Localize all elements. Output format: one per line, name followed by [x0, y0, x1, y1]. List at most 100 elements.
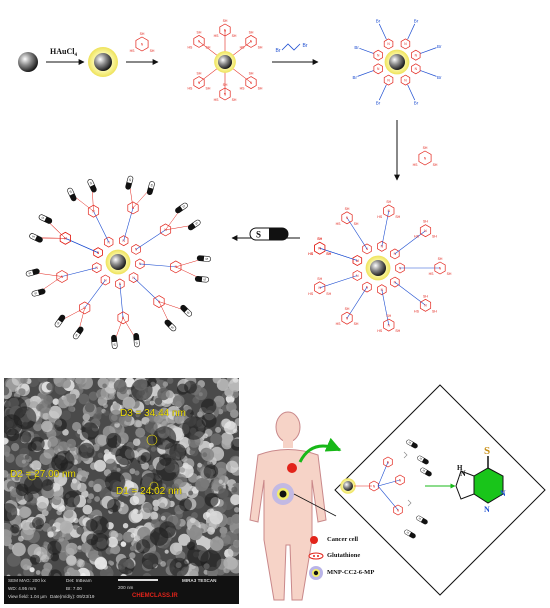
- svg-text:N: N: [104, 278, 107, 282]
- svg-text:N: N: [84, 306, 87, 310]
- svg-text:SH: SH: [432, 235, 437, 239]
- svg-text:N: N: [460, 469, 466, 478]
- glutathione-icon: [308, 552, 324, 560]
- svg-text:N: N: [122, 239, 125, 243]
- svg-text:HS: HS: [308, 252, 314, 256]
- svg-text:N: N: [439, 266, 442, 270]
- zoom-line: [293, 493, 337, 517]
- svg-text:N: N: [346, 317, 349, 321]
- sem-scale-bar: [118, 579, 158, 581]
- svg-text:S: S: [419, 457, 423, 461]
- sem-wd: WD: 4.95 mm: [8, 586, 37, 591]
- svg-text:S: S: [204, 258, 208, 261]
- svg-text:SH: SH: [150, 49, 155, 53]
- svg-text:SH: SH: [140, 32, 145, 36]
- svg-text:SH: SH: [395, 329, 400, 333]
- svg-text:HS: HS: [377, 215, 383, 219]
- svg-text:N: N: [64, 237, 67, 241]
- svg-text:S: S: [170, 325, 175, 330]
- svg-text:N: N: [366, 247, 369, 251]
- mechanism-inset: [334, 384, 546, 596]
- svg-text:Br: Br: [303, 43, 308, 49]
- svg-text:S: S: [135, 341, 138, 345]
- mercaptopurine-structure: S H N N N: [455, 445, 506, 514]
- svg-text:SH: SH: [197, 30, 202, 34]
- svg-text:S: S: [41, 215, 46, 219]
- svg-text:SH: SH: [232, 34, 237, 38]
- svg-text:N: N: [399, 478, 402, 482]
- triazine-dendrimer-particle: NNSHHSSHNNSHHSSHNNSHHSSHNNSHHSSHNNSHHSSH…: [308, 200, 452, 333]
- svg-text:S: S: [89, 181, 93, 186]
- sem-instrument: MIRA3 TESCAN: [182, 578, 217, 583]
- svg-text:SH: SH: [258, 45, 263, 49]
- svg-text:HS: HS: [336, 322, 342, 326]
- svg-text:Br: Br: [352, 75, 357, 80]
- svg-text:N: N: [424, 304, 427, 308]
- svg-text:SH: SH: [249, 30, 254, 34]
- svg-text:N: N: [164, 228, 167, 232]
- svg-text:SH: SH: [423, 294, 428, 298]
- svg-text:Br: Br: [376, 19, 381, 24]
- svg-text:SH: SH: [317, 237, 322, 241]
- svg-text:N: N: [387, 78, 390, 82]
- svg-text:SH: SH: [432, 309, 437, 313]
- svg-text:SH: SH: [223, 19, 228, 23]
- svg-text:N: N: [198, 40, 201, 44]
- svg-text:N: N: [97, 251, 100, 255]
- d1-label: D1 = 24.02 nm: [116, 486, 182, 497]
- svg-text:HS: HS: [214, 34, 220, 38]
- svg-text:S: S: [185, 310, 190, 315]
- svg-text:N: N: [424, 156, 427, 160]
- svg-text:N: N: [381, 245, 384, 249]
- svg-text:N: N: [356, 259, 359, 263]
- reagent-label: HAuCl4: [50, 47, 77, 58]
- svg-text:N: N: [224, 92, 227, 96]
- svg-text:N: N: [319, 246, 322, 250]
- svg-text:S: S: [33, 291, 38, 295]
- svg-text:HS: HS: [336, 222, 342, 226]
- svg-text:N: N: [366, 285, 369, 289]
- svg-text:SH: SH: [206, 87, 211, 91]
- svg-text:HS: HS: [214, 98, 220, 102]
- svg-text:S: S: [418, 517, 422, 521]
- svg-text:SH: SH: [249, 72, 254, 76]
- svg-text:HS: HS: [414, 309, 420, 313]
- svg-text:N: N: [356, 274, 359, 278]
- svg-text:H: H: [457, 464, 463, 472]
- svg-text:N: N: [250, 81, 253, 85]
- svg-text:N: N: [387, 42, 390, 46]
- svg-text:SH: SH: [386, 314, 391, 318]
- svg-text:N: N: [356, 259, 359, 263]
- legend-cancer-cell: Cancer cell: [327, 536, 359, 543]
- svg-text:Br: Br: [354, 45, 359, 50]
- svg-text:N: N: [397, 508, 400, 512]
- drug-loaded-particle: NNSSNNSSNNSSNNSSNNSSNNSSNNSSNNSSNNSSNNSS: [25, 175, 212, 350]
- svg-text:N: N: [500, 489, 506, 498]
- svg-text:S: S: [256, 230, 261, 240]
- svg-text:HS: HS: [413, 163, 419, 167]
- svg-text:N: N: [377, 53, 380, 57]
- svg-text:N: N: [92, 210, 95, 214]
- svg-text:HS: HS: [188, 45, 194, 49]
- svg-text:N: N: [250, 40, 253, 44]
- svg-text:SH: SH: [317, 237, 322, 241]
- svg-text:N: N: [96, 266, 99, 270]
- svg-text:S: S: [31, 234, 36, 238]
- sem-micrograph: D3 = 34.44 nm D2 = 27.00 nm D1 = 24.02 n…: [4, 378, 239, 604]
- legend-mnp: MNP-CC2-6-MP: [327, 569, 375, 576]
- svg-text:N: N: [387, 460, 390, 464]
- svg-text:S: S: [484, 445, 490, 457]
- sem-view-field: View field: 1.04 μm: [8, 594, 47, 599]
- svg-text:SH: SH: [326, 252, 331, 256]
- cancer-cell-icon: [310, 536, 318, 544]
- svg-text:S: S: [181, 204, 186, 209]
- svg-text:N: N: [224, 28, 227, 32]
- svg-text:HS: HS: [414, 235, 420, 239]
- body-to-zoom-arrow: [298, 437, 342, 463]
- svg-text:SH: SH: [423, 220, 428, 224]
- svg-text:N: N: [141, 42, 144, 46]
- svg-text:Br: Br: [437, 44, 442, 49]
